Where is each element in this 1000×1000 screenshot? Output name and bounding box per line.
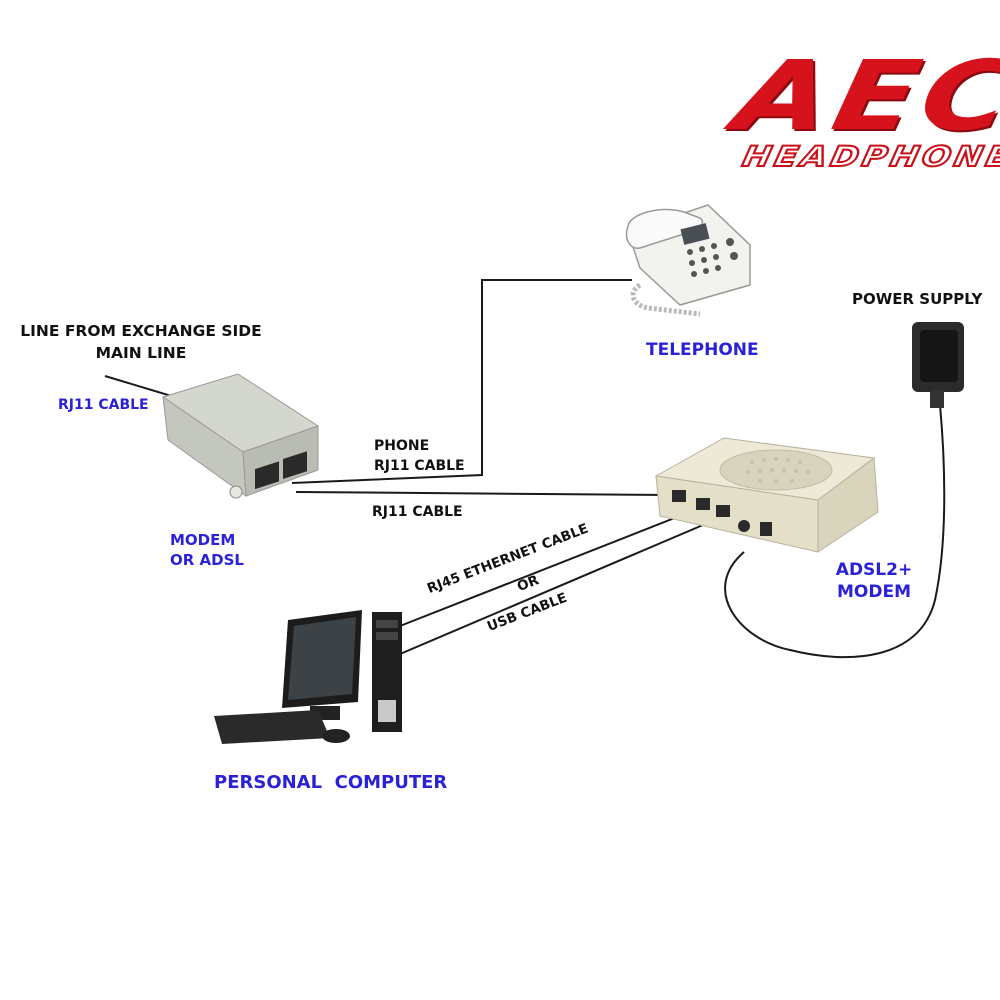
power-cable [724,404,946,659]
label-rj11-cable-left: RJ11 CABLE [58,397,149,413]
label-telephone: TELEPHONE [646,340,759,360]
label-personal-computer: PERSONAL COMPUTER [214,772,448,793]
label-exchange-line: LINE FROM EXCHANGE SIDE [20,322,262,340]
label-rj11-cable-middle: RJ11 CABLE [372,504,463,520]
label-main-line: MAIN LINE [95,344,187,362]
cables [104,279,946,659]
label-modem: MODEM [836,582,911,602]
main-line-cable [104,375,179,399]
rj11-cable-to-modem [295,491,673,496]
splitter-device-icon [161,373,320,499]
adsl-modem-icon [654,437,879,553]
phone-cable [291,279,632,484]
label-adsl2: ADSL2+ [835,560,913,580]
desktop-computer-icon [214,610,402,744]
label-phone: PHONE [374,438,430,454]
usb-cable [399,521,711,655]
telephone-device-icon [625,204,751,317]
label-splitter-adsl: OR ADSL [170,551,244,569]
ethernet-cable [399,507,701,627]
power-adapter-icon [912,322,964,408]
label-splitter-modem: MODEM [170,531,236,549]
label-phone-rj11-cable: RJ11 CABLE [374,458,465,474]
label-power-supply: POWER SUPPLY [852,290,983,308]
